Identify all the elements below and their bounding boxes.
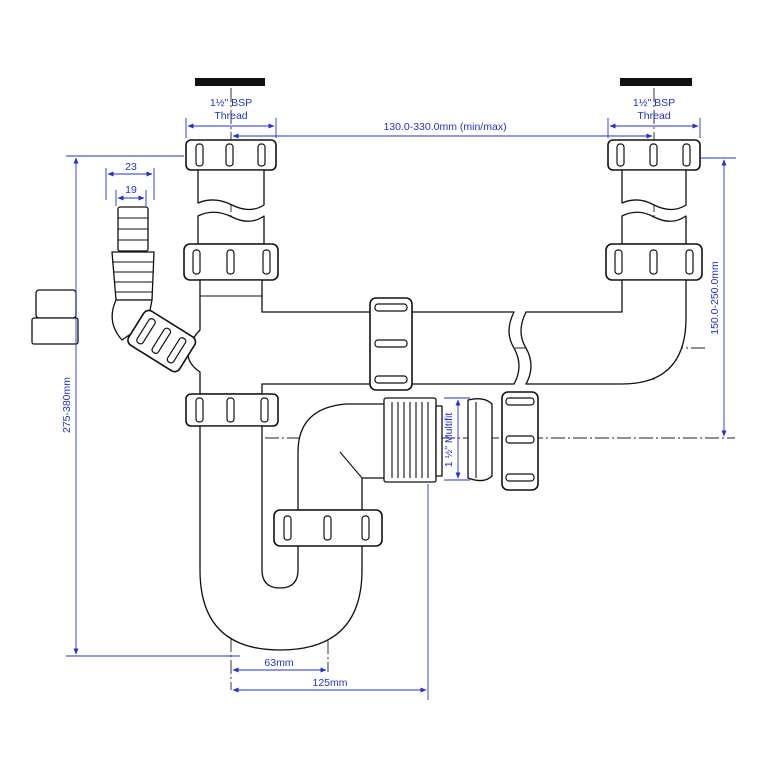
bsp-right-label-line2: Thread [637, 110, 670, 122]
bsp-right-label-line1: 1½" BSP [633, 97, 675, 109]
hose-outer-label: 23 [125, 161, 137, 173]
cap-component [31, 289, 79, 345]
bsp-left-label-line1: 1½" BSP [210, 97, 252, 109]
outlet-height-label: 150.0-250.0mm [709, 261, 721, 335]
sink-plate-left [195, 78, 265, 86]
right-tailpiece [605, 139, 703, 281]
connection-pipe [369, 279, 687, 391]
hose-inner-label: 19 [125, 184, 137, 196]
total-height-label: 275-380mm [61, 377, 73, 433]
multifit-outlet [383, 391, 539, 491]
offset-small-label: 63mm [264, 657, 293, 669]
sink-plate-right [620, 78, 692, 86]
bsp-left-label-line2: Thread [214, 110, 247, 122]
overflow-hose [111, 206, 197, 373]
width-range-label: 130.0-330.0mm (min/max) [383, 121, 506, 133]
dimensions [66, 118, 736, 700]
multifit-label: 1 ½" Multifit [443, 413, 455, 468]
left-tailpiece [183, 139, 279, 281]
offset-large-label: 125mm [312, 677, 347, 689]
tee-body [187, 279, 381, 395]
trap-body [185, 393, 387, 651]
